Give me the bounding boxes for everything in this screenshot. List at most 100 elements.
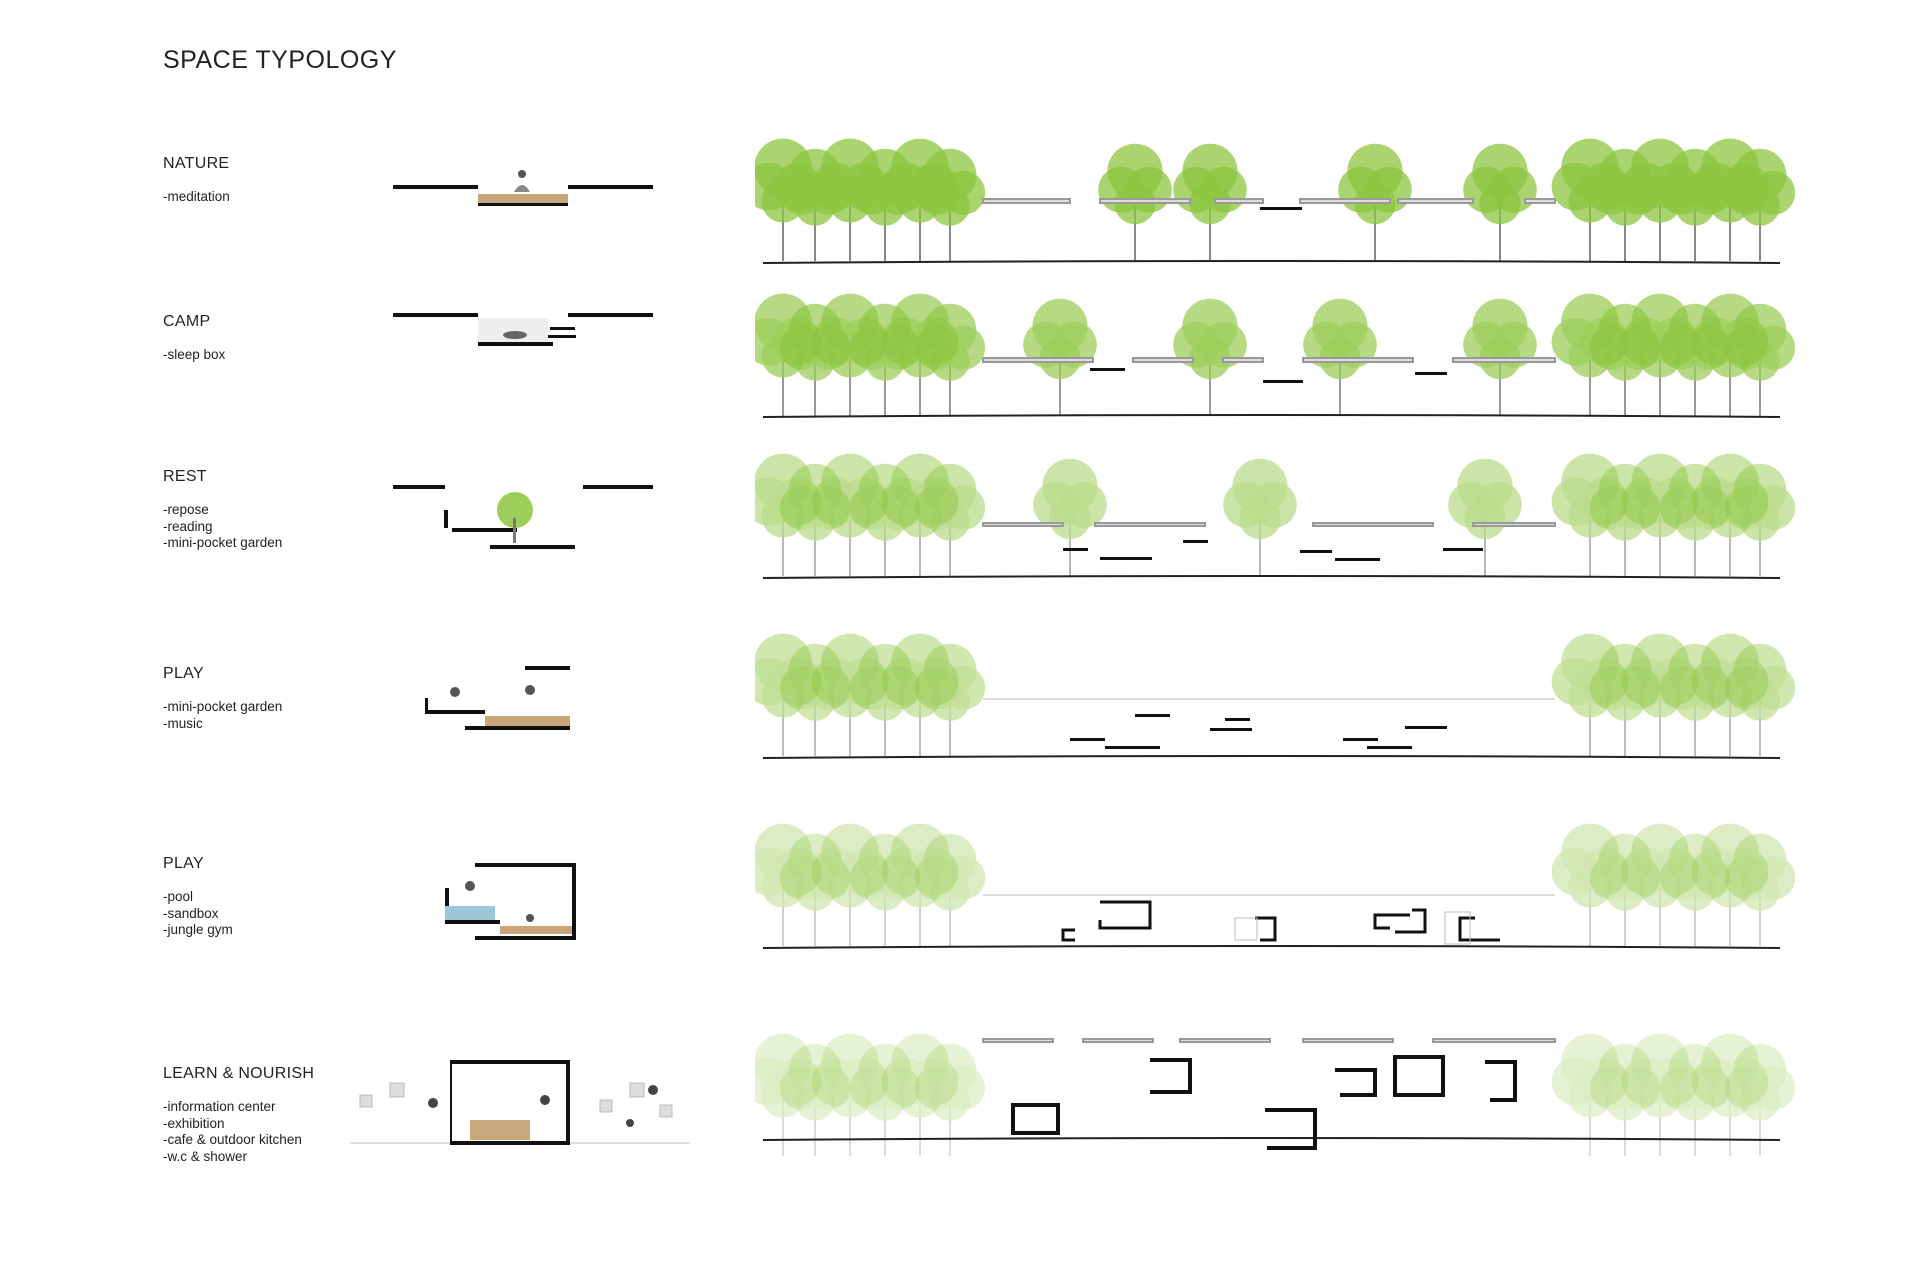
section-drawing-rest — [755, 453, 1795, 579]
typology-items: -sleep box — [163, 347, 225, 364]
typology-item: -meditation — [163, 189, 230, 204]
child-icon — [450, 687, 460, 697]
tree-icon — [881, 633, 959, 756]
tree-icon — [811, 453, 889, 576]
tree-icon — [1659, 643, 1731, 756]
section-drawing-learn-nourish — [755, 1033, 1795, 1156]
person-icon — [648, 1085, 658, 1095]
typology-row-play-pool: PLAY -pool -sandbox -jungle gym — [0, 800, 1920, 970]
typology-item: -reading — [163, 518, 213, 534]
section-drawing-camp — [755, 293, 1795, 418]
section-drawing-nature — [755, 138, 1795, 264]
typology-title: PLAY — [163, 665, 204, 682]
tree-icon — [1448, 458, 1522, 576]
person-meditating-icon — [518, 170, 526, 178]
tree-icon — [811, 633, 889, 756]
tree-icon — [755, 1033, 822, 1156]
tree-icon — [755, 633, 822, 756]
child-icon — [465, 881, 475, 891]
typology-title: PLAY — [163, 855, 204, 872]
typology-row-rest: REST -repose -reading -mini-pocket garde… — [0, 430, 1920, 600]
tree-icon — [1724, 833, 1795, 946]
tree-icon — [881, 1033, 959, 1156]
typology-items: -repose -reading -mini-pocket garden — [163, 502, 282, 552]
typology-row-camp: CAMP -sleep box — [0, 270, 1920, 440]
tree-icon — [811, 823, 889, 946]
typology-row-learn-nourish: LEARN & NOURISH -information center -exh… — [0, 1000, 1920, 1170]
tree-icon — [1621, 823, 1699, 946]
tree-icon — [811, 1033, 889, 1156]
tree-icon — [1691, 1033, 1769, 1156]
person-icon — [626, 1119, 634, 1127]
tree-icon — [497, 492, 533, 543]
typology-item: -information center — [163, 1099, 276, 1114]
tree-icon — [1223, 458, 1297, 576]
mini-section-play-music — [425, 666, 570, 730]
typology-items: -information center -exhibition -cafe & … — [163, 1099, 302, 1165]
typology-title: CAMP — [163, 313, 211, 330]
tree-icon — [1724, 148, 1795, 261]
tree-icon — [1173, 298, 1247, 416]
tree-icon — [1589, 833, 1661, 946]
typology-title: NATURE — [163, 155, 230, 172]
tree-icon — [1551, 453, 1629, 576]
tree-icon — [849, 833, 921, 946]
tree-icon — [914, 1043, 986, 1156]
person-sleeping-icon — [503, 331, 527, 339]
tree-icon — [1659, 1043, 1731, 1156]
tree-icon — [1621, 453, 1699, 576]
tree-icon — [914, 148, 986, 261]
typology-item: -cafe & outdoor kitchen — [163, 1132, 302, 1147]
tree-icon — [1691, 633, 1769, 756]
typology-items: -mini-pocket garden -music — [163, 699, 282, 732]
section-drawing-play-music — [755, 633, 1795, 759]
person-icon — [428, 1098, 438, 1108]
tree-icon — [849, 643, 921, 756]
typology-item: -jungle gym — [163, 922, 233, 937]
typology-row-play-music: PLAY -mini-pocket garden -music — [0, 610, 1920, 780]
typology-row-nature: NATURE -meditation — [0, 110, 1920, 280]
section-drawing-play-pool — [755, 823, 1795, 949]
tree-icon — [1589, 1043, 1661, 1156]
tree-icon — [1463, 143, 1537, 261]
typology-items: -pool -sandbox -jungle gym — [163, 889, 233, 939]
typology-item: -music — [163, 715, 203, 731]
tree-icon — [1691, 453, 1769, 576]
typology-item: -mini-pocket garden — [163, 699, 283, 714]
mini-section-rest — [393, 485, 653, 549]
tree-icon — [1659, 833, 1731, 946]
tree-icon — [1551, 633, 1629, 756]
tree-icon — [1551, 823, 1629, 946]
typology-item: -pool — [163, 889, 194, 904]
tree-icon — [1724, 1043, 1795, 1156]
mini-section-nature — [393, 170, 653, 206]
typology-item: -exhibition — [163, 1115, 225, 1131]
tree-icon — [1659, 463, 1731, 576]
tree-icon — [1551, 1033, 1629, 1156]
tree-icon — [1691, 823, 1769, 946]
typology-item: -w.c & shower — [163, 1148, 248, 1164]
tree-icon — [1033, 458, 1107, 576]
tree-icon — [1621, 1033, 1699, 1156]
tree-icon — [914, 643, 986, 756]
tree-icon — [1621, 633, 1699, 756]
typology-item: -mini-pocket garden — [163, 535, 283, 550]
tree-icon — [1589, 463, 1661, 576]
typology-title: REST — [163, 468, 207, 485]
tree-icon — [1589, 643, 1661, 756]
tree-icon — [779, 643, 851, 756]
tree-icon — [849, 1043, 921, 1156]
tree-icon — [914, 303, 986, 416]
tree-icon — [849, 463, 921, 576]
tree-icon — [755, 823, 822, 946]
mini-section-camp — [393, 313, 653, 346]
typology-item: -repose — [163, 502, 209, 517]
tree-icon — [779, 463, 851, 576]
tree-icon — [1463, 298, 1537, 416]
mini-section-play-pool — [445, 863, 576, 940]
person-icon — [540, 1095, 550, 1105]
tree-icon — [1724, 303, 1795, 416]
typology-item: -sandbox — [163, 905, 219, 921]
tree-icon — [779, 833, 851, 946]
typology-title: LEARN & NOURISH — [163, 1065, 315, 1082]
